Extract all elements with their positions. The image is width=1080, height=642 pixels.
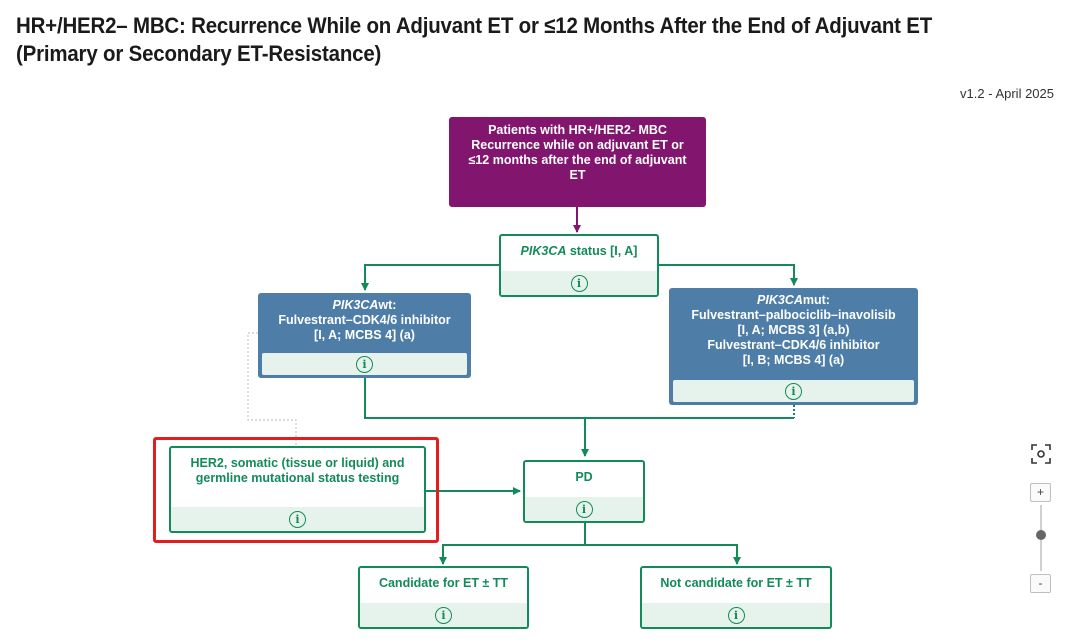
pik3ca-status-label: PIK3CA status [I, A] bbox=[520, 244, 638, 258]
info-icon[interactable]: i bbox=[785, 382, 802, 400]
pik3ca-wt-node[interactable]: PIK3CAwt: Fulvestrant–CDK4/6 inhibitor [… bbox=[258, 293, 471, 378]
pik3ca-wt-info-bar: i bbox=[262, 353, 467, 375]
patients-node-text: Patients with HR+/HER2- MBC Recurrence w… bbox=[468, 123, 687, 182]
focus-icon[interactable] bbox=[1030, 443, 1052, 465]
line-wt-to-merge bbox=[364, 378, 794, 419]
info-icon[interactable]: i bbox=[727, 606, 745, 624]
info-icon[interactable]: i bbox=[435, 606, 452, 624]
pd-info-bar: i bbox=[525, 497, 643, 521]
pik3ca-mut-info-bar: i bbox=[673, 380, 914, 402]
not-candidate-label: Not candidate for ET ± TT bbox=[660, 576, 812, 590]
pik3ca-mut-text: PIK3CAmut: Fulvestrant–palbociclib–inavo… bbox=[691, 293, 896, 367]
pd-node[interactable]: PD i bbox=[523, 460, 645, 523]
her2-testing-node[interactable]: HER2, somatic (tissue or liquid) and ger… bbox=[169, 446, 426, 533]
arrow-status-to-mut bbox=[658, 264, 798, 286]
pik3ca-mut-node[interactable]: PIK3CAmut: Fulvestrant–palbociclib–inavo… bbox=[669, 288, 918, 405]
pik3ca-status-info-bar: i bbox=[501, 271, 657, 295]
not-candidate-info-bar: i bbox=[642, 603, 830, 627]
zoom-in-button[interactable]: + bbox=[1030, 483, 1051, 502]
zoom-out-button[interactable]: - bbox=[1030, 574, 1051, 593]
arrow-status-to-wt bbox=[361, 264, 500, 291]
pik3ca-status-node[interactable]: PIK3CA status [I, A] i bbox=[499, 234, 659, 297]
candidate-info-bar: i bbox=[360, 603, 527, 627]
pd-label: PD bbox=[575, 470, 593, 484]
highlight-box bbox=[153, 437, 439, 543]
info-icon[interactable]: i bbox=[570, 274, 588, 292]
zoom-slider-handle[interactable] bbox=[1036, 530, 1046, 540]
info-icon[interactable]: i bbox=[356, 355, 373, 373]
candidate-node[interactable]: Candidate for ET ± TT i bbox=[358, 566, 529, 629]
version-label: v1.2 - April 2025 bbox=[960, 86, 1054, 101]
patients-node[interactable]: Patients with HR+/HER2- MBC Recurrence w… bbox=[449, 117, 706, 207]
arrow-pd-to-candidate bbox=[439, 523, 586, 565]
page-title: HR+/HER2– MBC: Recurrence While on Adjuv… bbox=[16, 13, 933, 66]
info-icon[interactable]: i bbox=[289, 510, 306, 528]
her2-testing-info-bar: i bbox=[171, 507, 424, 531]
pik3ca-wt-text: PIK3CAwt: Fulvestrant–CDK4/6 inhibitor [… bbox=[278, 298, 451, 342]
arrow-pd-to-not-candidate bbox=[585, 544, 741, 565]
not-candidate-node[interactable]: Not candidate for ET ± TT i bbox=[640, 566, 832, 629]
info-icon[interactable]: i bbox=[575, 500, 593, 518]
her2-testing-text: HER2, somatic (tissue or liquid) and ger… bbox=[190, 456, 405, 485]
dotted-wt-to-her2 bbox=[247, 332, 297, 446]
candidate-label: Candidate for ET ± TT bbox=[378, 576, 509, 590]
